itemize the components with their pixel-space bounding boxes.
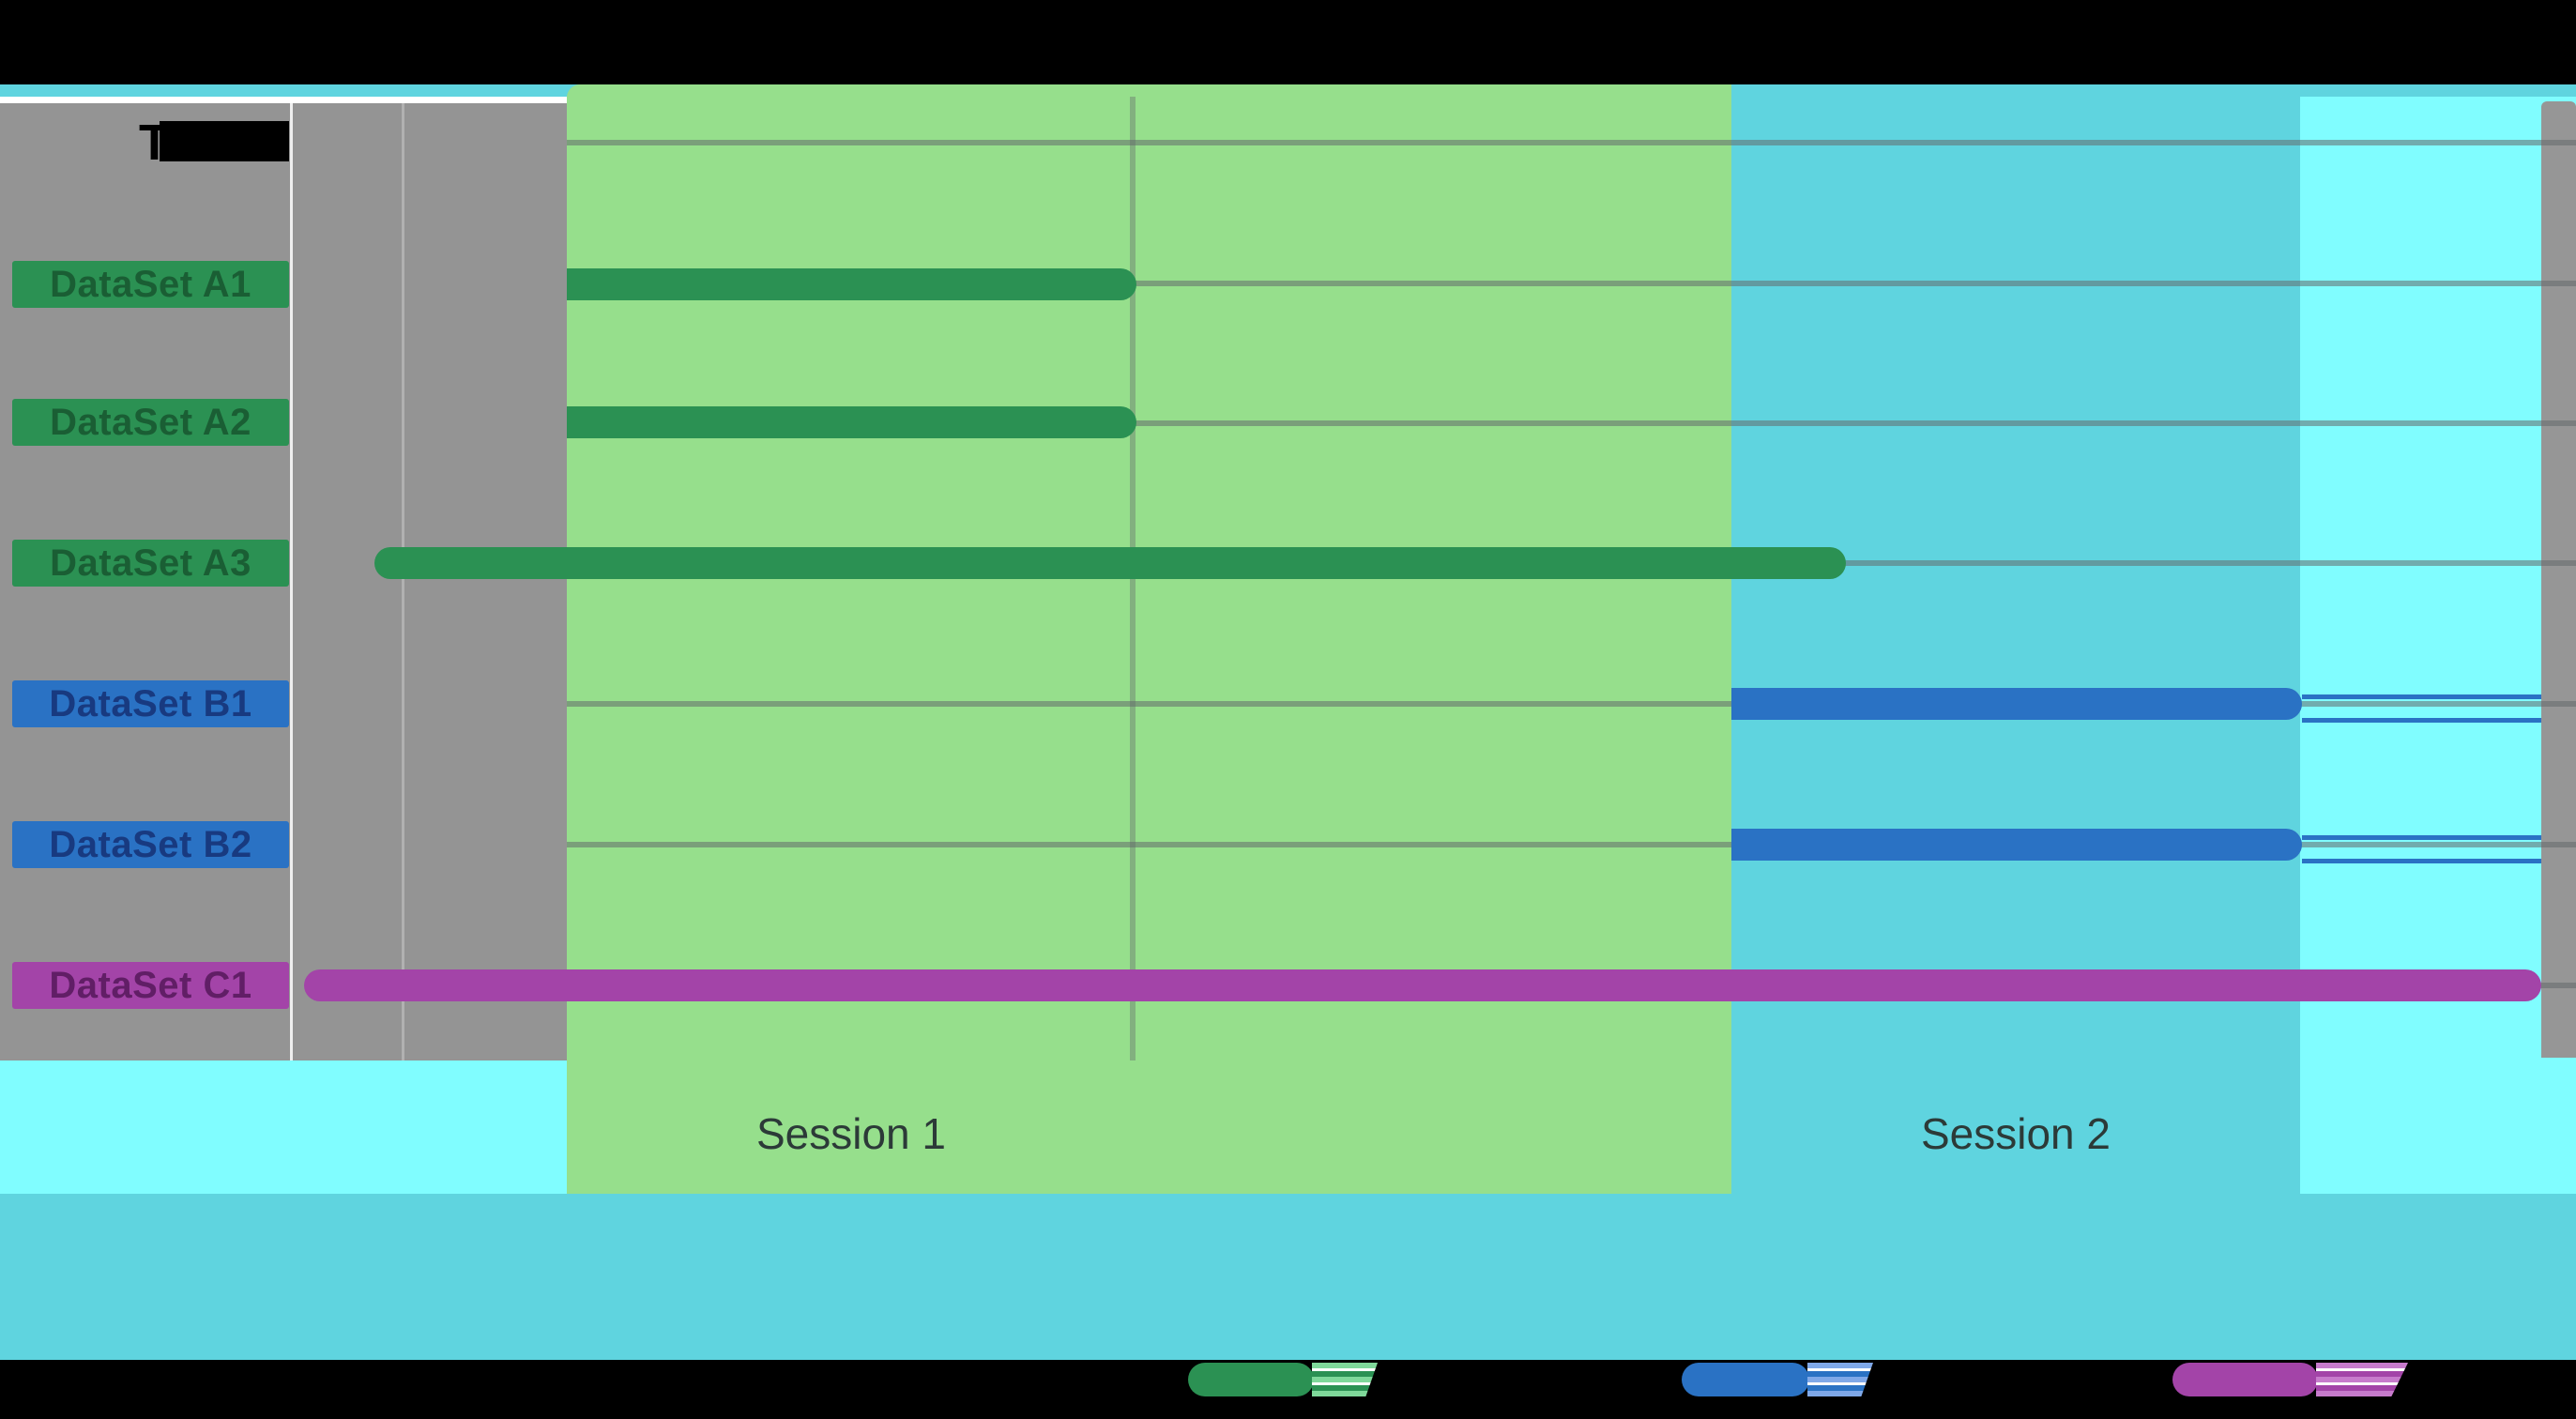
bar-dataset-a1 xyxy=(567,268,1136,300)
legend-swatch-tail-series-b xyxy=(1807,1363,1873,1396)
bar-dataset-c1 xyxy=(304,969,2541,1001)
legend-swatch-tail-series-a xyxy=(1312,1363,1378,1396)
session2-band xyxy=(1731,97,2300,1194)
legend-swatch-series-c xyxy=(2172,1363,2318,1396)
legend-swatch-series-b xyxy=(1682,1363,1809,1396)
bar-dataset-a2 xyxy=(567,406,1136,438)
tick-line xyxy=(402,103,404,1060)
bar-edge-extension-b2 xyxy=(2302,835,2541,863)
bottom-cyan-band xyxy=(0,1194,2576,1360)
bar-dataset-b1 xyxy=(1731,688,2302,720)
session1-band xyxy=(567,84,1731,1194)
h-gridline xyxy=(567,140,2576,145)
h-gridline xyxy=(567,281,2576,286)
row-label-dataset-a1: DataSet A1 xyxy=(12,261,289,308)
session1-label: Session 1 xyxy=(755,1109,946,1158)
h-gridline xyxy=(567,420,2576,426)
legend-swatch-tail-series-c xyxy=(2316,1363,2408,1396)
bar-dataset-b2 xyxy=(1731,829,2302,861)
row-label-dataset-b1: DataSet B1 xyxy=(12,680,289,727)
row-label-dataset-b2: DataSet B2 xyxy=(12,821,289,868)
redaction-box xyxy=(160,121,289,161)
bar-edge-extension-b1 xyxy=(2302,694,2541,723)
h-gridline xyxy=(567,701,2576,707)
h-gridline xyxy=(567,842,2576,847)
header-divider-line xyxy=(0,97,567,103)
bar-dataset-a3 xyxy=(374,547,1846,579)
row-label-dataset-a2: DataSet A2 xyxy=(12,399,289,446)
legend-swatch-series-a xyxy=(1188,1363,1314,1396)
session2-label: Session 2 xyxy=(1920,1109,2111,1158)
row-label-dataset-a3: DataSet A3 xyxy=(12,540,289,587)
row-label-dataset-c1: DataSet C1 xyxy=(12,962,289,1009)
right-gray-column xyxy=(2541,101,2576,1058)
axis-line xyxy=(290,103,293,1060)
